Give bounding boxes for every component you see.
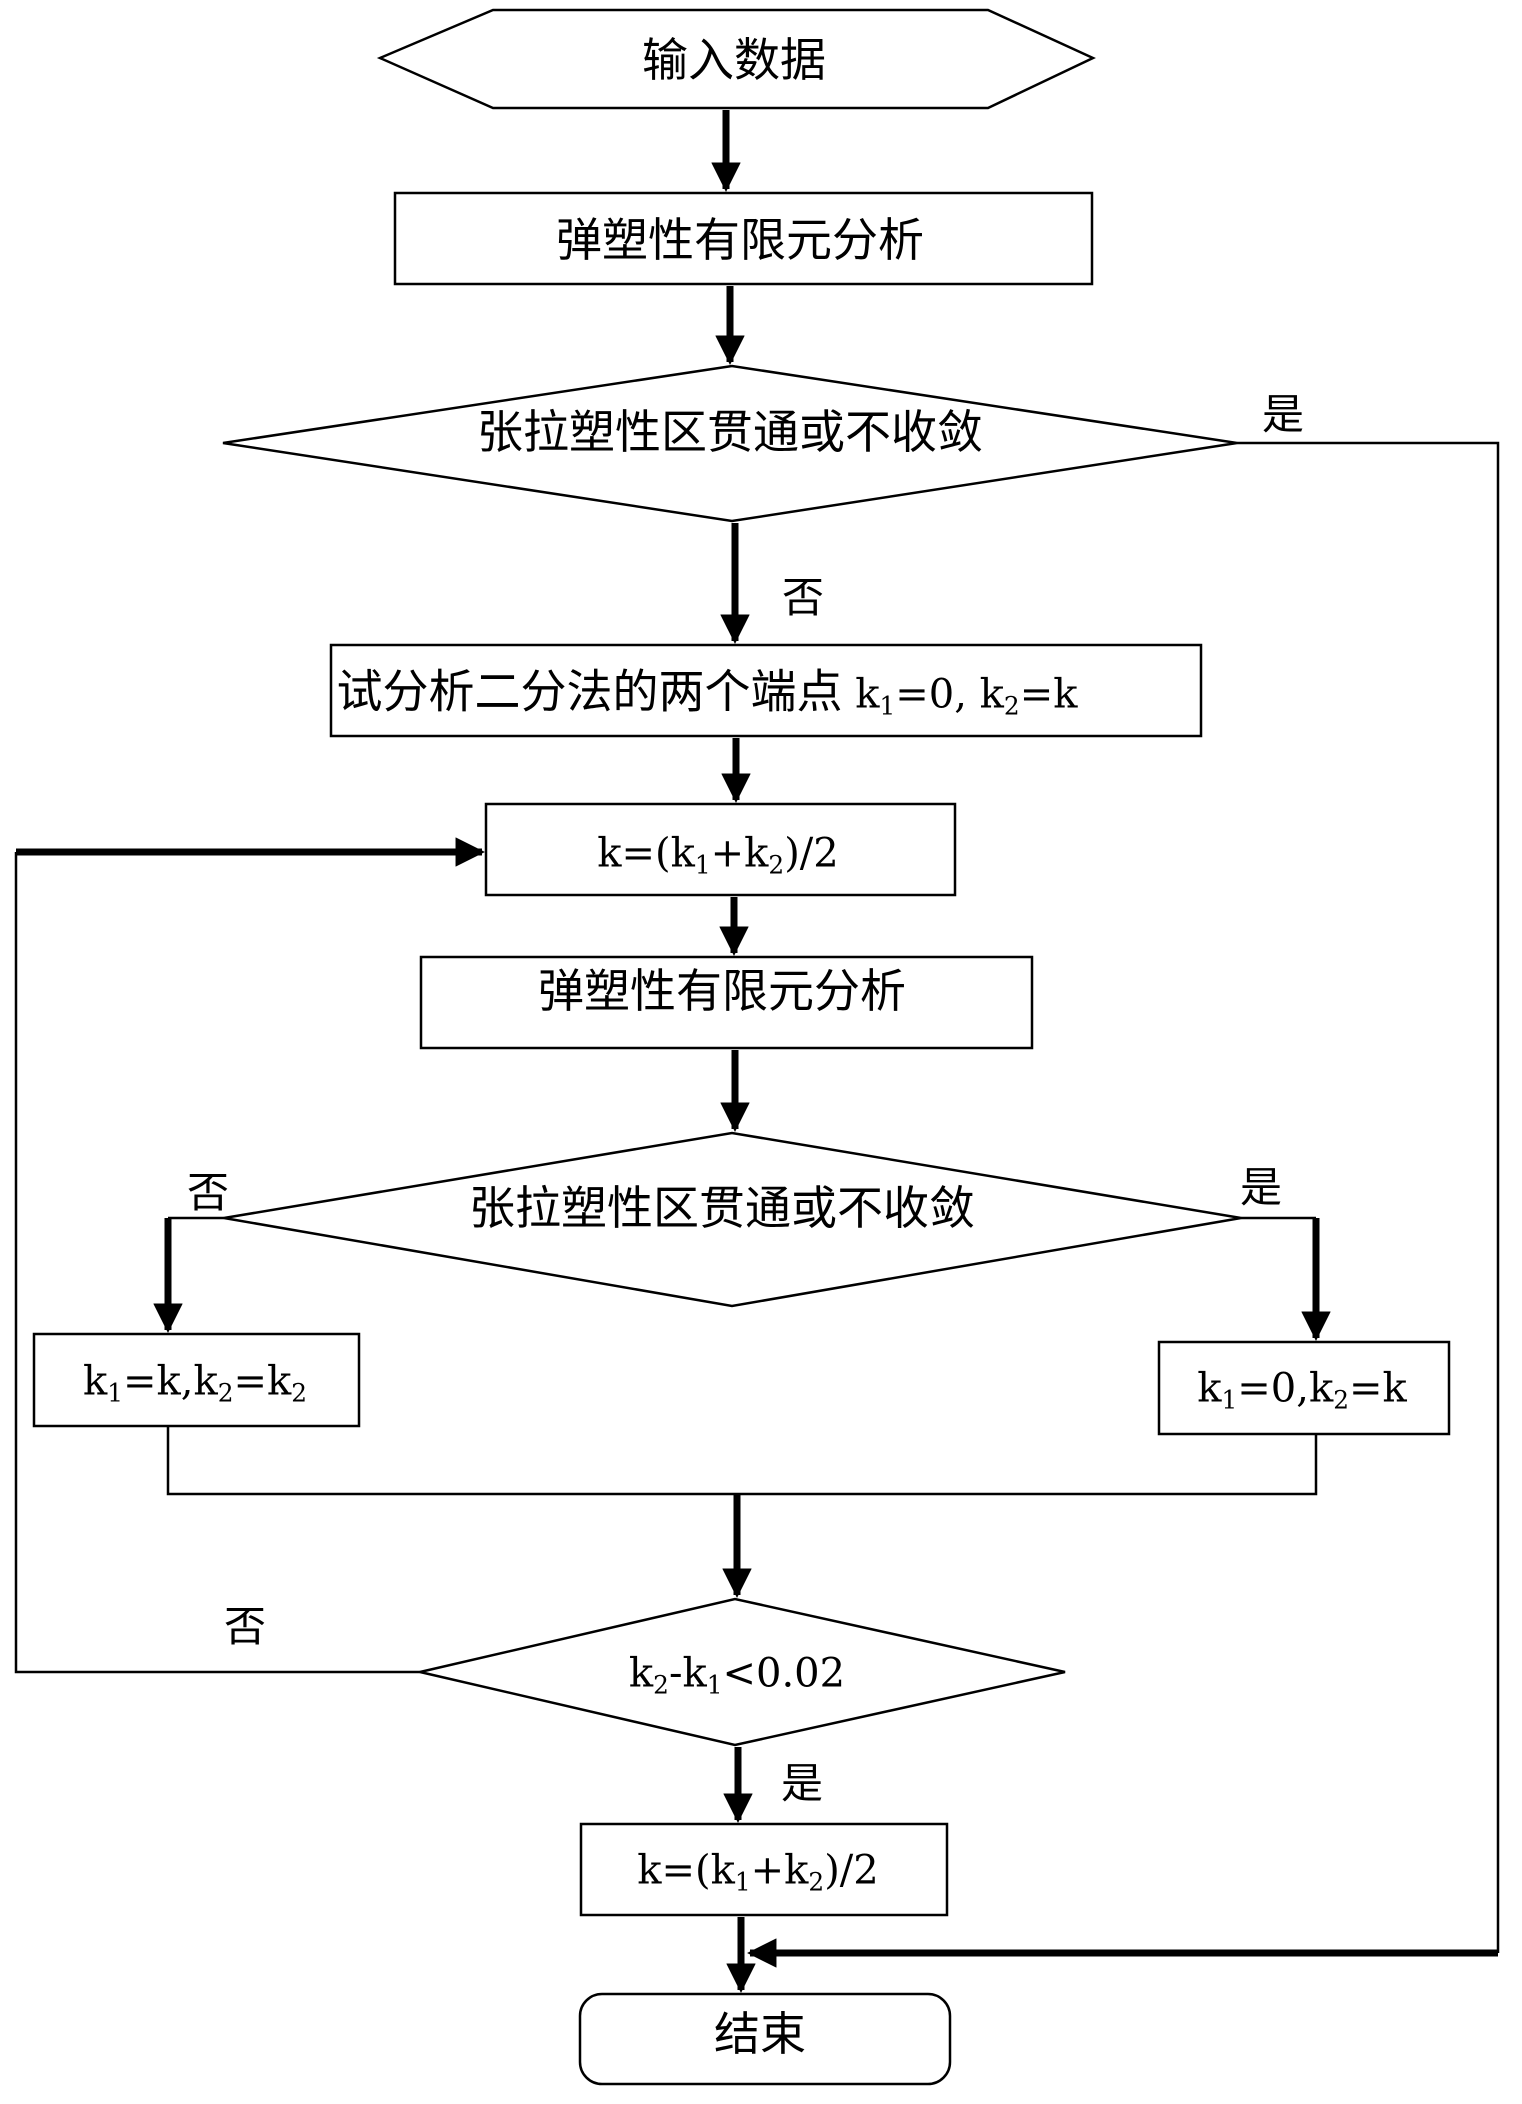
init-text: 试分析二分法的两个端点 <box>337 665 843 719</box>
check2-label: 张拉塑性区贯通或不收敛 <box>469 1185 975 1231</box>
init-label: 试分析二分法的两个端点 k1=0, k2=k <box>337 669 1078 720</box>
edge-label-yes-3: 是 <box>781 1763 823 1805</box>
fea1-label: 弹塑性有限元分析 <box>556 217 924 263</box>
edge-label-no-3: 否 <box>224 1606 266 1648</box>
edge-label-yes-1: 是 <box>1262 394 1304 436</box>
input-label: 输入数据 <box>642 37 826 83</box>
edge-label-no-2: 否 <box>187 1172 229 1214</box>
check1-label: 张拉塑性区贯通或不收敛 <box>477 409 983 455</box>
line-merge-assign-branches <box>168 1426 1316 1494</box>
convergence-formula: k2-k1<0.02 <box>629 1654 845 1699</box>
line-convergence-no-loop <box>16 852 420 1672</box>
end-label: 结束 <box>714 2011 806 2057</box>
edge-label-yes-2: 是 <box>1240 1167 1282 1209</box>
edge-label-no-1: 否 <box>782 577 824 619</box>
fea2-label: 弹塑性有限元分析 <box>538 968 906 1014</box>
assign-no-formula: k1=k,k2=k2 <box>83 1362 307 1407</box>
assign-yes-formula: k1=0,k2=k <box>1197 1369 1407 1414</box>
midpoint1-formula: k=(k1+k2)/2 <box>597 834 838 879</box>
init-formula: k1=0, k2=k <box>843 672 1078 718</box>
midpoint2-formula: k=(k1+k2)/2 <box>637 1851 878 1896</box>
